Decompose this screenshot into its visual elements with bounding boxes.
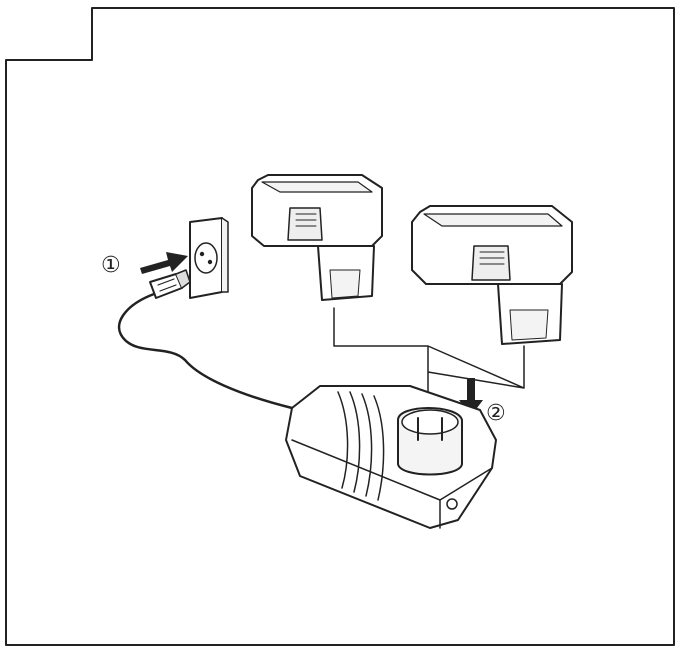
arrow-icon — [140, 252, 188, 274]
step-2-label: ② — [486, 401, 506, 426]
step-2-marker: ② — [486, 401, 506, 426]
step-1-marker: ① — [101, 253, 121, 278]
power-plug-icon — [149, 269, 191, 299]
charger-icon — [285, 385, 497, 529]
battery-pack-icon — [251, 174, 383, 301]
leader-lines — [333, 307, 525, 433]
power-cord — [118, 292, 294, 410]
step-1-label: ① — [101, 253, 121, 278]
page-frame — [5, 7, 675, 646]
battery-pack-icon — [411, 205, 573, 345]
wall-outlet-icon — [189, 217, 229, 299]
